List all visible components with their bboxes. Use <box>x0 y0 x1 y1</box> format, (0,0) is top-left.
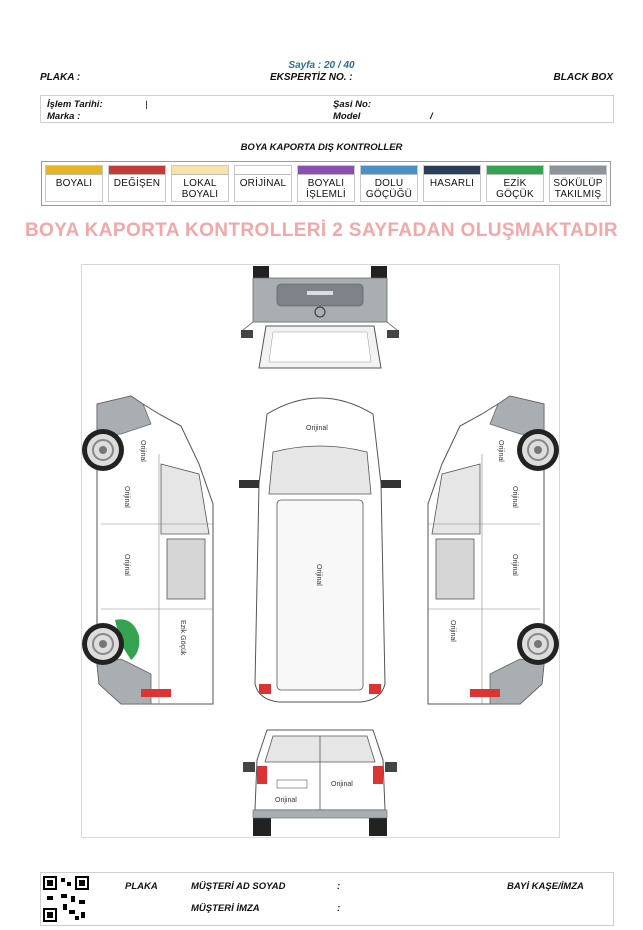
legend-item: DEĞİŞEN <box>108 165 166 202</box>
islem-tarihi-label: İşlem Tarihi: <box>47 99 103 110</box>
legend-swatch <box>235 166 291 175</box>
legend-swatch <box>424 166 480 175</box>
model-label: Model <box>333 111 361 122</box>
legend-swatch <box>487 166 543 175</box>
package-name: BLACK BOX <box>553 72 613 83</box>
qr-code-icon <box>43 876 89 922</box>
legend-swatch <box>46 166 102 175</box>
van-front-view <box>241 266 399 369</box>
musteri-imza-label: MÜŞTERİ İMZA <box>191 903 260 914</box>
svg-text:Orijinal: Orijinal <box>123 486 130 508</box>
legend-label: SÖKÜLÜP TAKILMIŞ <box>553 178 603 200</box>
legend-label: BOYALI <box>55 178 93 189</box>
legend-swatch <box>109 166 165 175</box>
info-banner: BOYA KAPORTA KONTROLLERİ 2 SAYFADAN OLUŞ… <box>24 220 619 241</box>
colon-separator: : <box>337 903 341 914</box>
svg-text:Orijinal: Orijinal <box>497 440 504 462</box>
svg-text:Orijinal: Orijinal <box>275 797 297 804</box>
sasi-no-label: Şasi No: <box>333 99 372 110</box>
vehicle-info-box: İşlem Tarihi: | Marka : Şasi No: Model / <box>40 95 614 123</box>
bayi-kase-imza-label: BAYİ KAŞE/İMZA <box>507 881 584 892</box>
color-legend: BOYALI DEĞİŞEN LOKAL BOYALI ORİJİNAL BOYALI … <box>41 161 611 206</box>
legend-item: BOYALI <box>45 165 103 202</box>
svg-text:Orijinal: Orijinal <box>315 564 322 586</box>
footer-plaka-label: PLAKA <box>125 881 158 892</box>
legend-swatch <box>298 166 354 175</box>
model-value: / <box>430 111 433 122</box>
svg-text:Orijinal: Orijinal <box>306 425 328 432</box>
legend-swatch <box>550 166 606 175</box>
legend-swatch <box>361 166 417 175</box>
left-dent-mark <box>115 619 140 660</box>
ekspertiz-no-label: EKSPERTİZ NO. : <box>270 72 353 83</box>
legend-item: SÖKÜLÜP TAKILMIŞ <box>549 165 607 202</box>
legend-label: HASARLI <box>429 178 475 189</box>
legend-label: LOKAL BOYALI <box>181 178 219 200</box>
svg-text:Orijinal: Orijinal <box>449 620 456 642</box>
legend-item: LOKAL BOYALI <box>171 165 229 202</box>
svg-text:Ezik Göçük: Ezik Göçük <box>179 620 186 656</box>
van-left-side-view: Orijinal Orijinal Orijinal Ezik Göçük <box>81 395 214 705</box>
legend-item: DOLU GÖÇÜĞÜ <box>360 165 418 202</box>
islem-tarihi-value: | <box>145 99 148 110</box>
marka-label: Marka : <box>47 111 81 122</box>
legend-swatch <box>172 166 228 175</box>
plaka-label: PLAKA : <box>40 72 81 83</box>
legend-label: DOLU GÖÇÜĞÜ <box>365 178 413 200</box>
van-top-view: Orijinal Orijinal <box>239 397 401 703</box>
van-rear-view: Orijinal Orijinal <box>243 729 397 836</box>
musteri-ad-soyad-label: MÜŞTERİ AD SOYAD <box>191 881 286 892</box>
legend-item: EZİK GÖÇÜK <box>486 165 544 202</box>
page-counter: Sayfa : 20 / 40 <box>288 60 355 71</box>
signature-footer: PLAKA MÜŞTERİ AD SOYAD : MÜŞTERİ İMZA : … <box>40 872 614 926</box>
legend-label: EZİK GÖÇÜK <box>496 178 534 200</box>
colon-separator: : <box>337 881 341 892</box>
diagram-frame <box>81 264 560 838</box>
legend-label: DEĞİŞEN <box>113 178 161 189</box>
svg-text:Orijinal: Orijinal <box>331 781 353 788</box>
section-title: BOYA KAPORTA DIŞ KONTROLLER <box>240 142 403 153</box>
legend-item: BOYALI İŞLEMLİ <box>297 165 355 202</box>
legend-item: HASARLI <box>423 165 481 202</box>
legend-label: ORİJİNAL <box>239 178 287 189</box>
svg-text:Orijinal: Orijinal <box>511 486 518 508</box>
vehicle-diagram: Orijinal Orijinal Orijinal Ezik Göçük Or… <box>81 266 560 836</box>
svg-text:Orijinal: Orijinal <box>123 554 130 576</box>
left-rear-panel <box>96 658 152 705</box>
svg-text:Orijinal: Orijinal <box>139 440 146 462</box>
legend-item: ORİJİNAL <box>234 165 292 202</box>
svg-text:Orijinal: Orijinal <box>511 554 518 576</box>
right-rear-panel <box>489 658 545 705</box>
van-right-side-view: Orijinal Orijinal Orijinal Orijinal <box>427 395 560 705</box>
legend-label: BOYALI İŞLEMLİ <box>306 178 346 200</box>
